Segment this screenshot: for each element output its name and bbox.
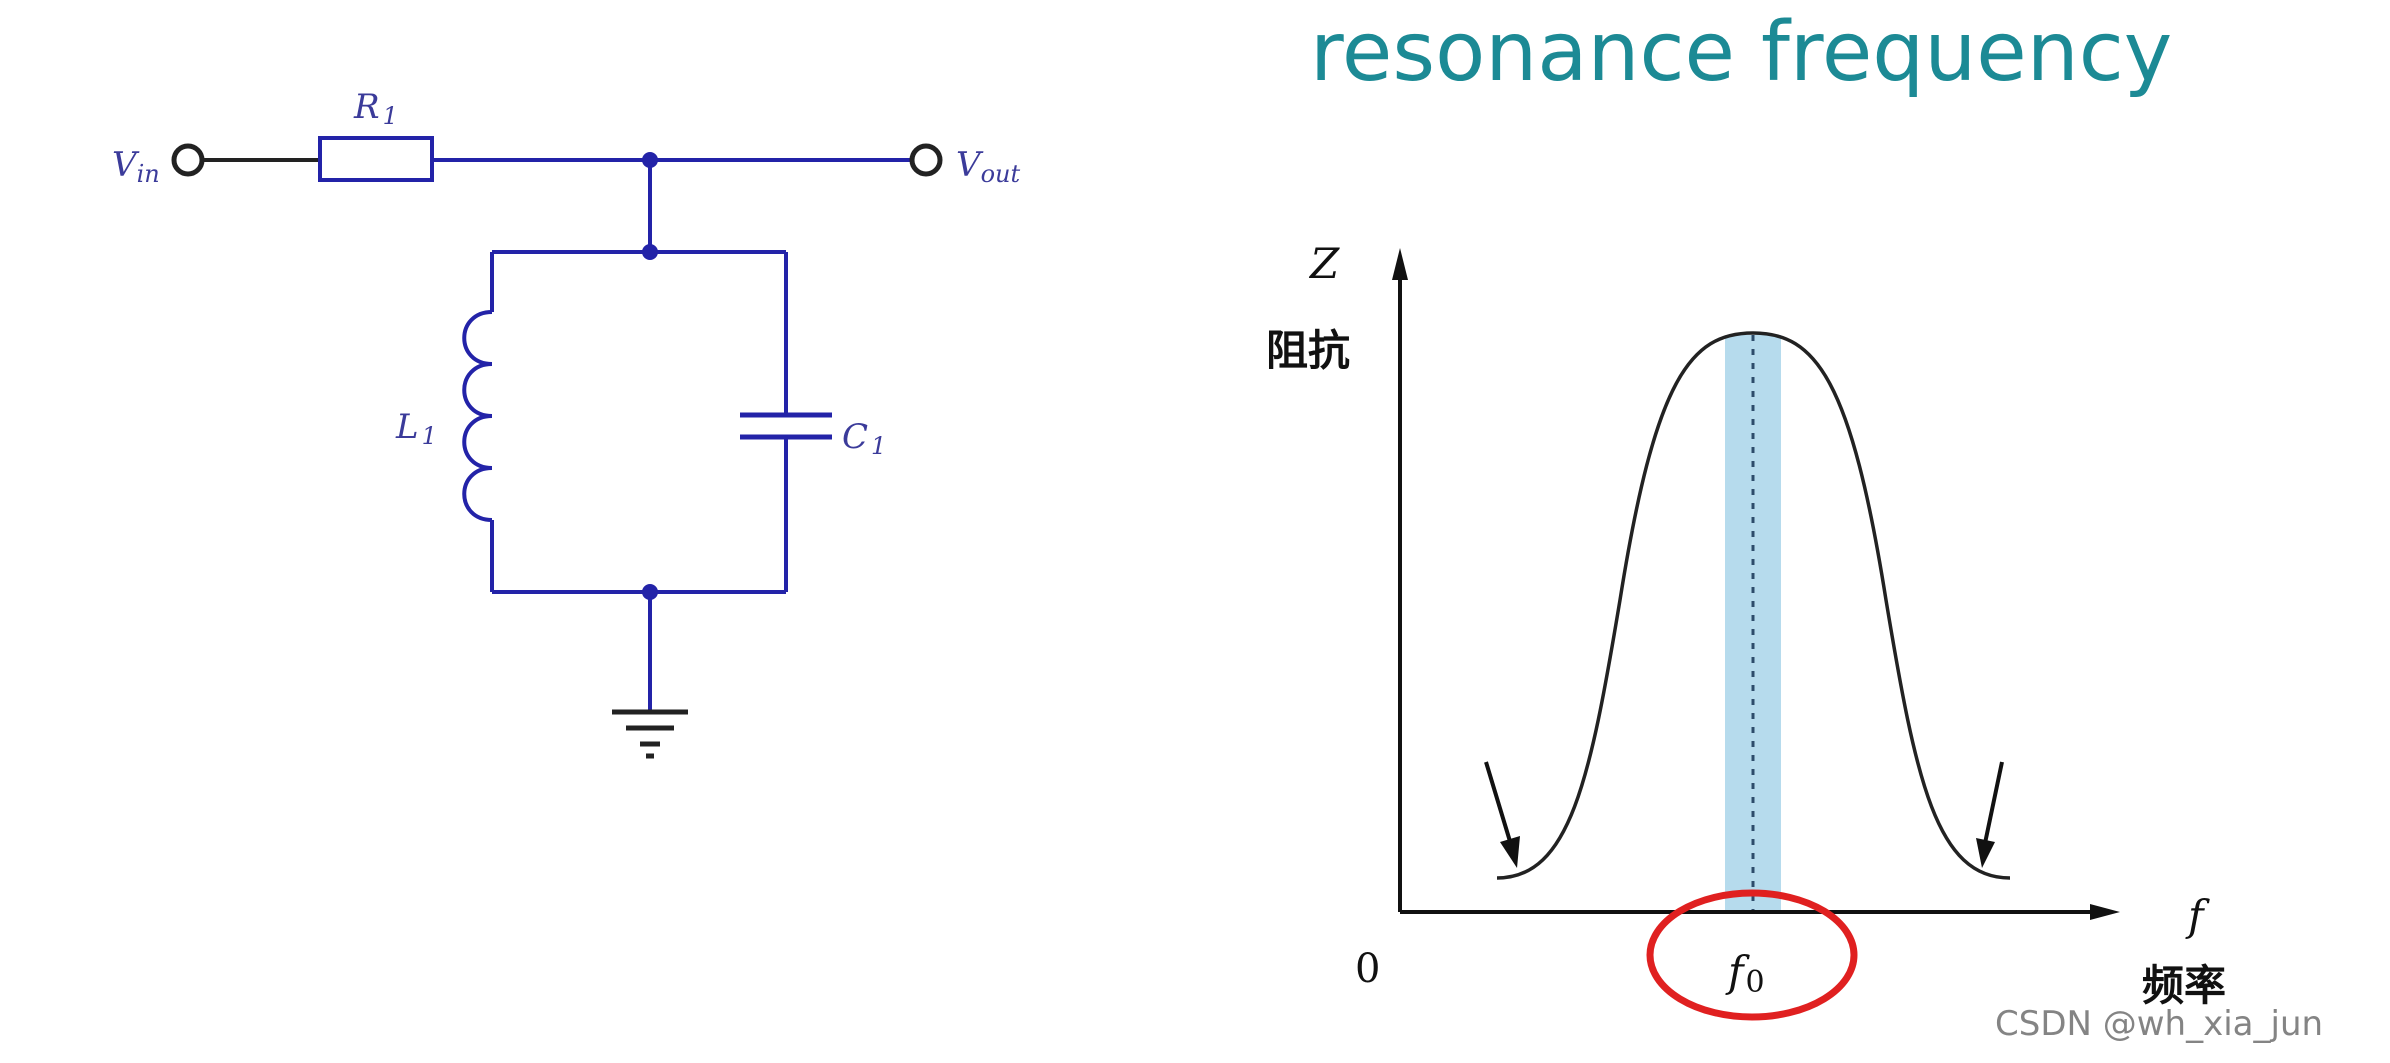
slide-title: resonance frequency bbox=[1310, 5, 2172, 100]
y-axis-arrow-icon bbox=[1392, 248, 1408, 280]
vin-terminal bbox=[171, 143, 205, 177]
x-axis-arrow-icon bbox=[2090, 904, 2120, 920]
f0-label: f0 bbox=[1725, 947, 1765, 1000]
impedance-graph bbox=[1392, 248, 2120, 1021]
left-arrow-icon bbox=[1500, 836, 1520, 868]
left-arrow-line bbox=[1484, 761, 1514, 849]
y-axis-label: 阻抗 bbox=[1266, 326, 1350, 375]
parallel-lc-circuit bbox=[171, 136, 943, 759]
origin-label: 0 bbox=[1355, 946, 1380, 992]
inductor-l1 bbox=[462, 310, 493, 522]
right-arrow-line bbox=[1982, 761, 2004, 849]
right-arrow-icon bbox=[1976, 838, 1995, 868]
x-axis-symbol: f bbox=[2185, 891, 2210, 940]
watermark: CSDN @wh_xia_jun bbox=[1995, 1004, 2323, 1044]
resistor-r1 bbox=[318, 136, 434, 182]
vin-label: Vin bbox=[112, 145, 160, 188]
f0-highlight-circle bbox=[1646, 889, 1858, 1021]
vout-terminal bbox=[909, 143, 943, 177]
vout-label: Vout bbox=[956, 145, 1020, 188]
y-axis-symbol: Z bbox=[1308, 239, 1340, 288]
x-axis-label: 频率 bbox=[2142, 961, 2226, 1010]
impedance-curve bbox=[1496, 331, 2011, 880]
